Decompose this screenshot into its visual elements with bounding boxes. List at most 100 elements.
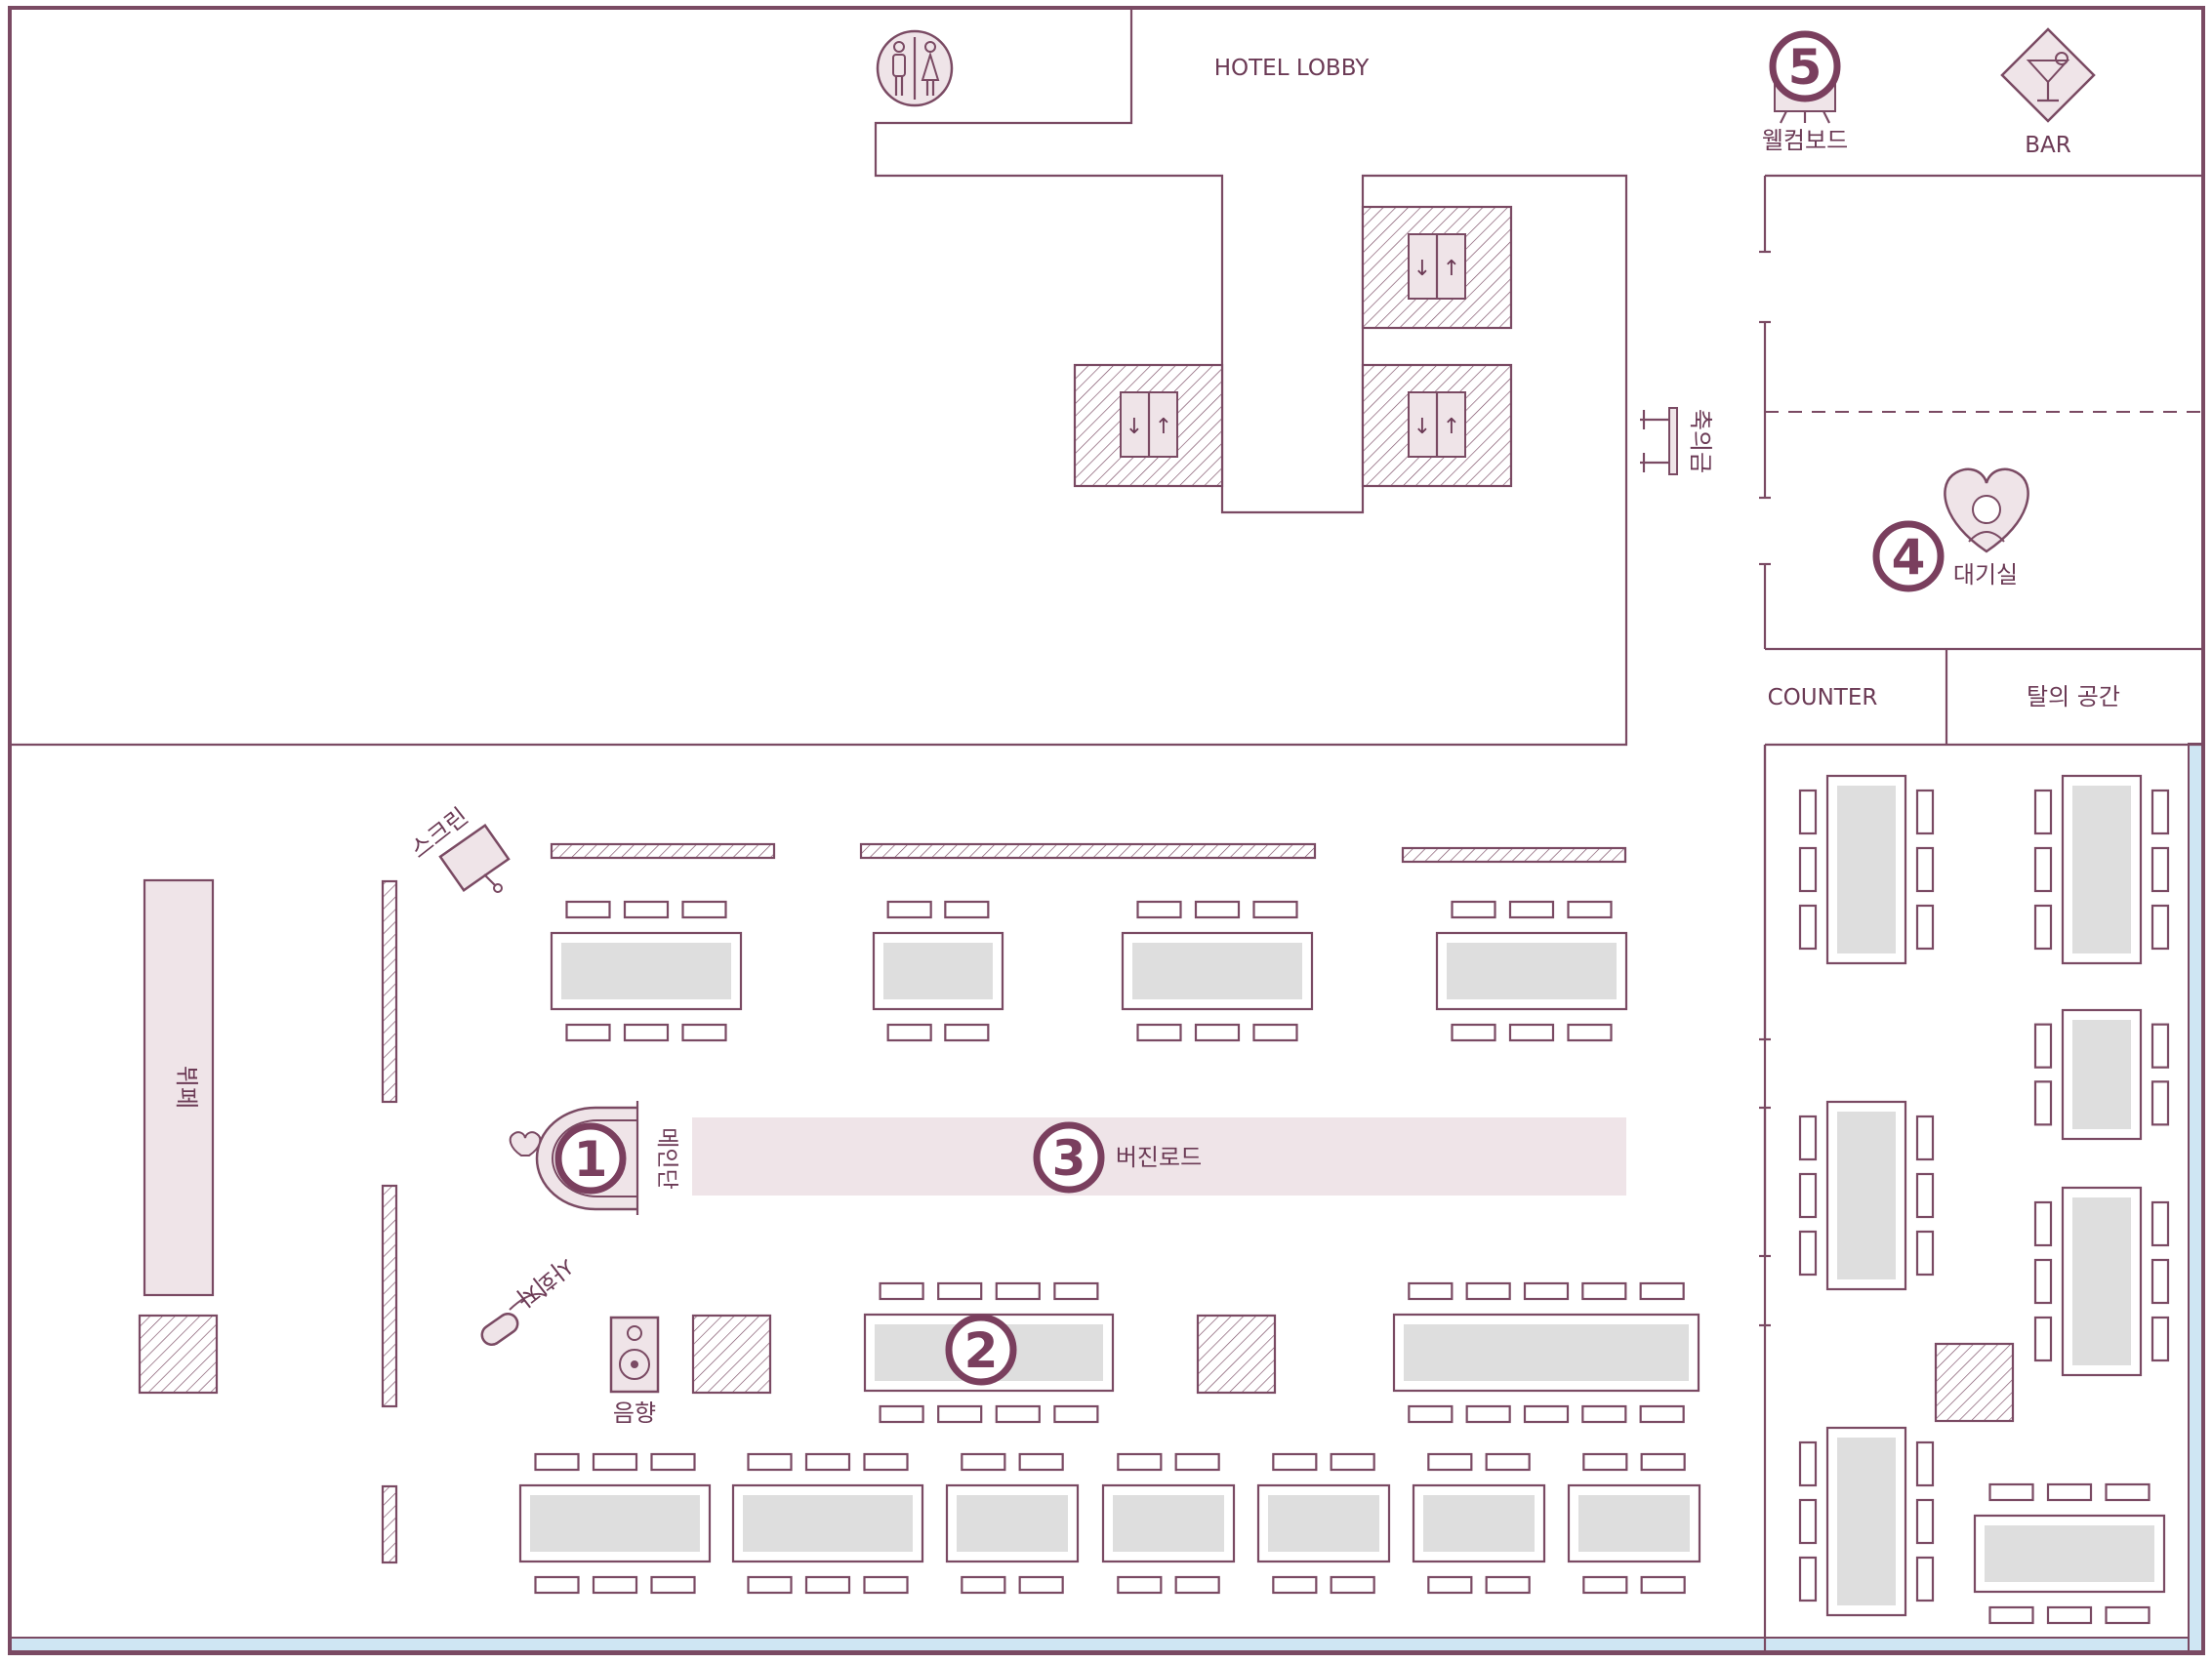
chair xyxy=(1330,1575,1375,1595)
bride-heart-icon xyxy=(1944,467,2029,553)
gift-money-desk xyxy=(1640,407,1678,475)
chair xyxy=(1915,1556,1935,1602)
table-top xyxy=(1447,943,1617,999)
chair xyxy=(1639,1281,1685,1301)
chair xyxy=(863,1452,909,1472)
chair xyxy=(2046,1482,2093,1502)
chair xyxy=(1272,1575,1318,1595)
chair xyxy=(961,1575,1006,1595)
chair xyxy=(1018,1575,1064,1595)
table-top xyxy=(2072,786,2131,953)
marker-3-circle xyxy=(1033,1121,1105,1194)
chair xyxy=(1465,1281,1511,1301)
chair xyxy=(2033,846,2053,893)
chair xyxy=(2033,789,2053,835)
chair xyxy=(2151,1080,2170,1126)
chair xyxy=(1117,1452,1163,1472)
chair xyxy=(1272,1452,1318,1472)
chair xyxy=(961,1452,1006,1472)
window-strip-right xyxy=(2188,743,2203,1652)
table-top xyxy=(1132,943,1302,999)
chair xyxy=(1640,1452,1686,1472)
chair xyxy=(1567,1023,1613,1042)
table-top xyxy=(2072,1197,2131,1365)
table-top xyxy=(1423,1495,1535,1552)
chair xyxy=(1485,1575,1531,1595)
chair xyxy=(2151,904,2170,951)
svg-text:↓: ↓ xyxy=(1126,415,1143,439)
guest-tables xyxy=(518,774,2170,1625)
sound-label: 음향 xyxy=(613,1399,656,1427)
table-top xyxy=(1837,1112,1896,1279)
mc-label: 사회자 xyxy=(511,1251,578,1313)
counter-label: COUNTER xyxy=(1768,685,1878,710)
chair xyxy=(1915,789,1935,835)
chair xyxy=(1798,1440,1818,1487)
main-stage-label: 메인단 xyxy=(654,1127,679,1189)
marker-1-circle xyxy=(554,1122,627,1195)
table-top xyxy=(957,1495,1068,1552)
bar-label: BAR xyxy=(2025,133,2071,158)
chair xyxy=(1252,900,1298,919)
chair xyxy=(1508,1023,1555,1042)
chair xyxy=(1581,1404,1627,1424)
virgin-road xyxy=(692,1117,1626,1196)
welcome-board-label: 웰컴보드 xyxy=(1762,127,1848,154)
chair xyxy=(1451,900,1496,919)
svg-text:↓: ↓ xyxy=(1413,257,1431,281)
elevator-icon: ↓ ↑ xyxy=(1073,363,1224,488)
chair xyxy=(592,1452,638,1472)
welcome-board-marker: 5 xyxy=(1769,30,1841,124)
svg-text:↑: ↑ xyxy=(1155,415,1172,439)
marker-4: 4 xyxy=(1892,529,1926,586)
chair xyxy=(1408,1281,1454,1301)
table-top xyxy=(743,1495,913,1552)
chair xyxy=(1330,1452,1375,1472)
chair xyxy=(2105,1482,2151,1502)
restroom-icon xyxy=(876,29,954,107)
chair xyxy=(937,1281,983,1301)
chair xyxy=(804,1575,851,1595)
marker-2: 2 xyxy=(964,1322,999,1379)
lobby-walls xyxy=(10,8,2203,1653)
chair xyxy=(1408,1404,1454,1424)
chair xyxy=(944,900,990,919)
chair xyxy=(1194,900,1241,919)
chair xyxy=(1136,1023,1182,1042)
chair xyxy=(1915,1172,1935,1219)
buffet-label: 뷔페 xyxy=(173,1066,200,1109)
chair xyxy=(681,900,727,919)
microphone-icon xyxy=(480,1292,548,1346)
chair xyxy=(995,1281,1041,1301)
chair xyxy=(1798,904,1818,951)
chair xyxy=(1523,1281,1570,1301)
chair xyxy=(565,1023,611,1042)
svg-text:↓: ↓ xyxy=(1413,415,1431,439)
table-top xyxy=(1985,1525,2154,1582)
chair xyxy=(2033,1316,2053,1362)
chair xyxy=(623,900,670,919)
marker-1: 1 xyxy=(574,1131,608,1188)
chair xyxy=(1915,904,1935,951)
chair xyxy=(2151,789,2170,835)
table-top xyxy=(1404,1324,1689,1381)
virgin-road-label: 버진로드 xyxy=(1116,1144,1202,1171)
chair xyxy=(747,1452,793,1472)
chair xyxy=(2033,1258,2053,1305)
waiting-room-label: 대기실 xyxy=(1953,561,2018,588)
chair xyxy=(1798,1115,1818,1161)
buffet-table xyxy=(143,878,215,1297)
chair xyxy=(1252,1023,1298,1042)
elevator-icon: ↓ ↑ xyxy=(1361,363,1513,488)
chair xyxy=(1465,1404,1511,1424)
chair xyxy=(623,1023,670,1042)
chair xyxy=(534,1452,580,1472)
speaker-icon xyxy=(609,1316,660,1394)
chair xyxy=(2151,1023,2170,1069)
chair xyxy=(2151,1200,2170,1247)
gift-money-label: 축의금 xyxy=(1687,409,1714,473)
table-top xyxy=(1837,786,1896,953)
chair xyxy=(1427,1575,1473,1595)
chair xyxy=(1174,1575,1220,1595)
table-top xyxy=(1268,1495,1379,1552)
